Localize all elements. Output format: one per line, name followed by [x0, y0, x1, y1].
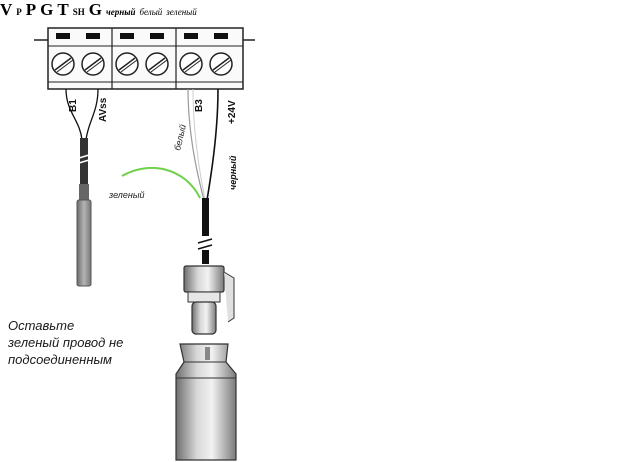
left-sensor-wires [121, 88, 219, 264]
terminal-label-avss: AVss [98, 97, 109, 122]
wire-label-green-right: зеленый [166, 7, 197, 17]
terminal-label-tsh-sub: SH [72, 7, 85, 17]
terminal-label-tsh: T [57, 0, 69, 19]
screw-icon [209, 52, 233, 76]
terminal-label-p: P [25, 0, 37, 19]
note-line: подсоединенным [8, 352, 112, 367]
note-line: Оставьте [8, 318, 75, 333]
temperature-probe-left [65, 88, 99, 287]
wire-label-white-left: белый [172, 123, 188, 151]
screw-icon [115, 52, 139, 76]
note-leave-green-unconnected: Оставьте зеленый провод не подсоединенны… [8, 317, 178, 368]
terminal-label-vp: V [0, 0, 13, 19]
screw-icon [145, 52, 169, 76]
wire-label-black-left: черный [228, 155, 238, 190]
pressure-sensor-left [175, 265, 237, 461]
terminal-label-g-b: G [88, 0, 102, 19]
wire-label-white-right: белый [139, 7, 163, 17]
terminal-label-b3: B3 [194, 99, 205, 112]
screw-icon [81, 52, 105, 76]
wire-label-black-right: черный [106, 7, 136, 17]
terminal-label-24v: +24V [227, 100, 238, 124]
left-terminal-block [34, 27, 255, 90]
wire-label-green-left: зеленый [108, 190, 144, 200]
terminal-label-b1: B1 [68, 99, 79, 112]
terminal-label-vp-sub: P [16, 7, 22, 17]
screw-icon [51, 52, 75, 76]
screw-icon [179, 52, 203, 76]
terminal-label-g-a: G [40, 0, 54, 19]
note-line: зеленый провод не [8, 335, 124, 350]
